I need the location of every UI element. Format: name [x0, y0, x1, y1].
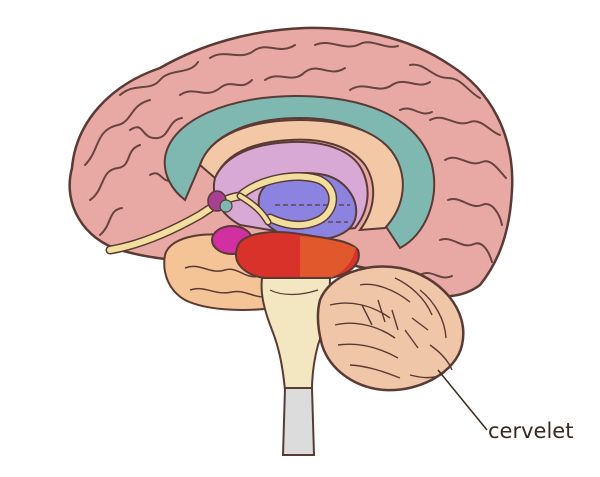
fornix — [105, 172, 338, 255]
cerebellum-leader-line — [437, 369, 488, 431]
inner-band — [198, 118, 404, 232]
cerebellum-label: cervelet — [488, 419, 573, 443]
spinal-cord — [281, 387, 316, 456]
cerebellum — [316, 265, 465, 392]
midbrain — [234, 231, 360, 279]
septal-nuclei — [207, 190, 233, 213]
